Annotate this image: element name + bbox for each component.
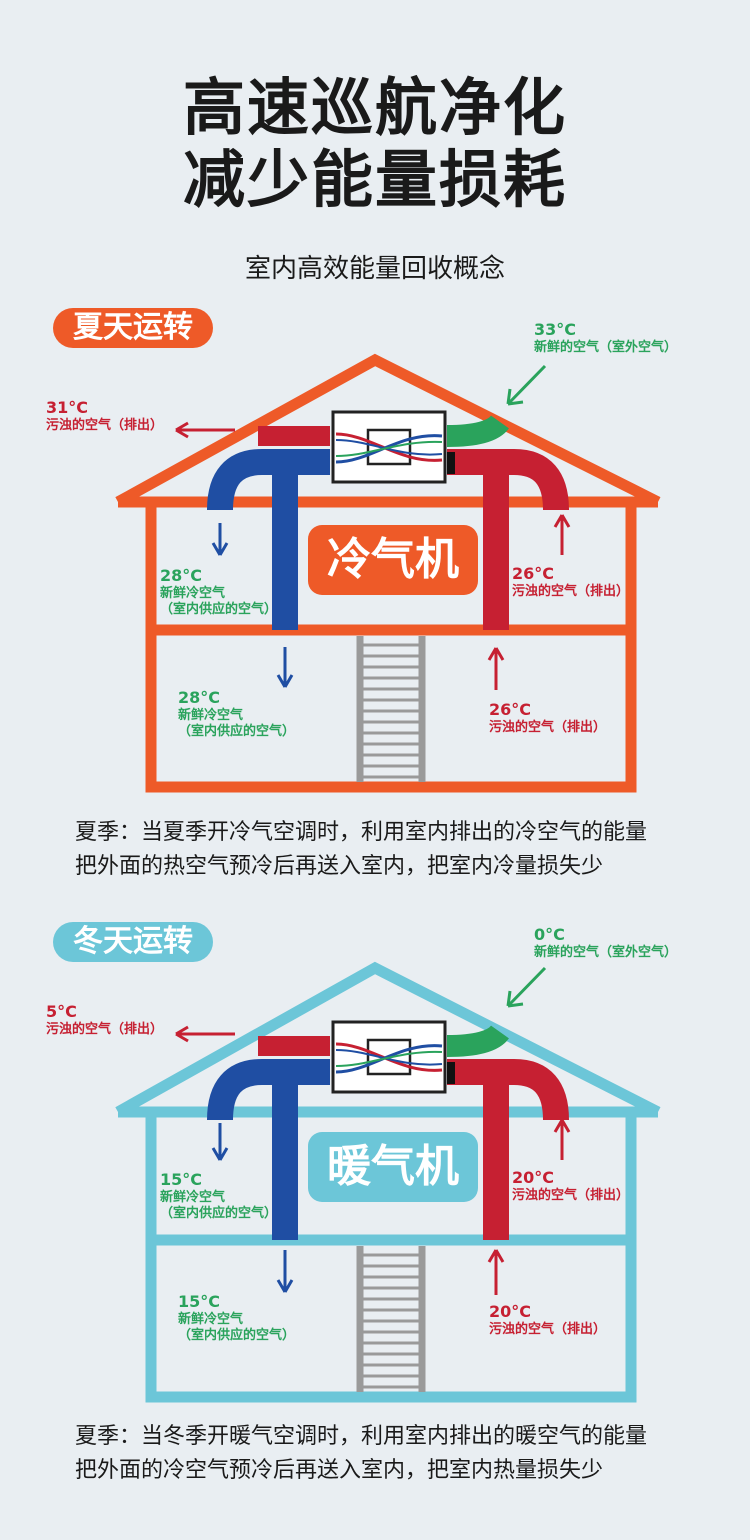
summer-return-duct <box>447 449 569 630</box>
summer-house-diagram <box>115 353 661 793</box>
subtitle: 室内高效能量回收概念 <box>244 254 505 284</box>
summer-arrows <box>175 364 571 690</box>
winter-return-duct <box>447 1059 569 1240</box>
winter-description: 夏季：当冬季开暖气空调时，利用室内排出的暖空气的能量 把外面的冷空气预冷后再送入… <box>75 1420 715 1488</box>
winter-arrows <box>175 966 571 1295</box>
winter-description-line1: 夏季：当冬季开暖气空调时，利用室内排出的暖空气的能量 <box>75 1424 648 1449</box>
winter-machine-label: 暖气机 <box>308 1132 478 1202</box>
winter-stairs <box>356 1246 426 1392</box>
summer-machine-label: 冷气机 <box>308 525 478 595</box>
summer-supply-duct <box>207 449 330 630</box>
winter-description-line2: 把外面的冷空气预冷后再送入室内，把室内热量损失少 <box>75 1458 604 1483</box>
winter-supply-duct <box>207 1059 330 1240</box>
summer-badge: 夏天运转 <box>53 308 213 348</box>
summer-description-line2: 把外面的热空气预冷后再送入室内，把室内冷量损失少 <box>75 854 604 879</box>
summer-walls <box>145 496 637 793</box>
summer-roof <box>115 353 661 507</box>
title-line1: 高速巡航净化 <box>182 71 567 144</box>
winter-roof <box>115 961 661 1117</box>
summer-fresh-duct-in <box>446 414 509 447</box>
winter-walls <box>145 1106 637 1403</box>
summer-description: 夏季：当夏季开冷气空调时，利用室内排出的冷空气的能量 把外面的热空气预冷后再送入… <box>75 816 715 884</box>
summer-stairs <box>356 636 426 782</box>
summer-description-line1: 夏季：当夏季开冷气空调时，利用室内排出的冷空气的能量 <box>75 820 648 845</box>
title-line2: 减少能量损耗 <box>182 143 567 216</box>
winter-badge: 冬天运转 <box>53 922 213 962</box>
winter-house-diagram <box>115 961 661 1403</box>
winter-fresh-duct-in <box>446 1024 509 1057</box>
